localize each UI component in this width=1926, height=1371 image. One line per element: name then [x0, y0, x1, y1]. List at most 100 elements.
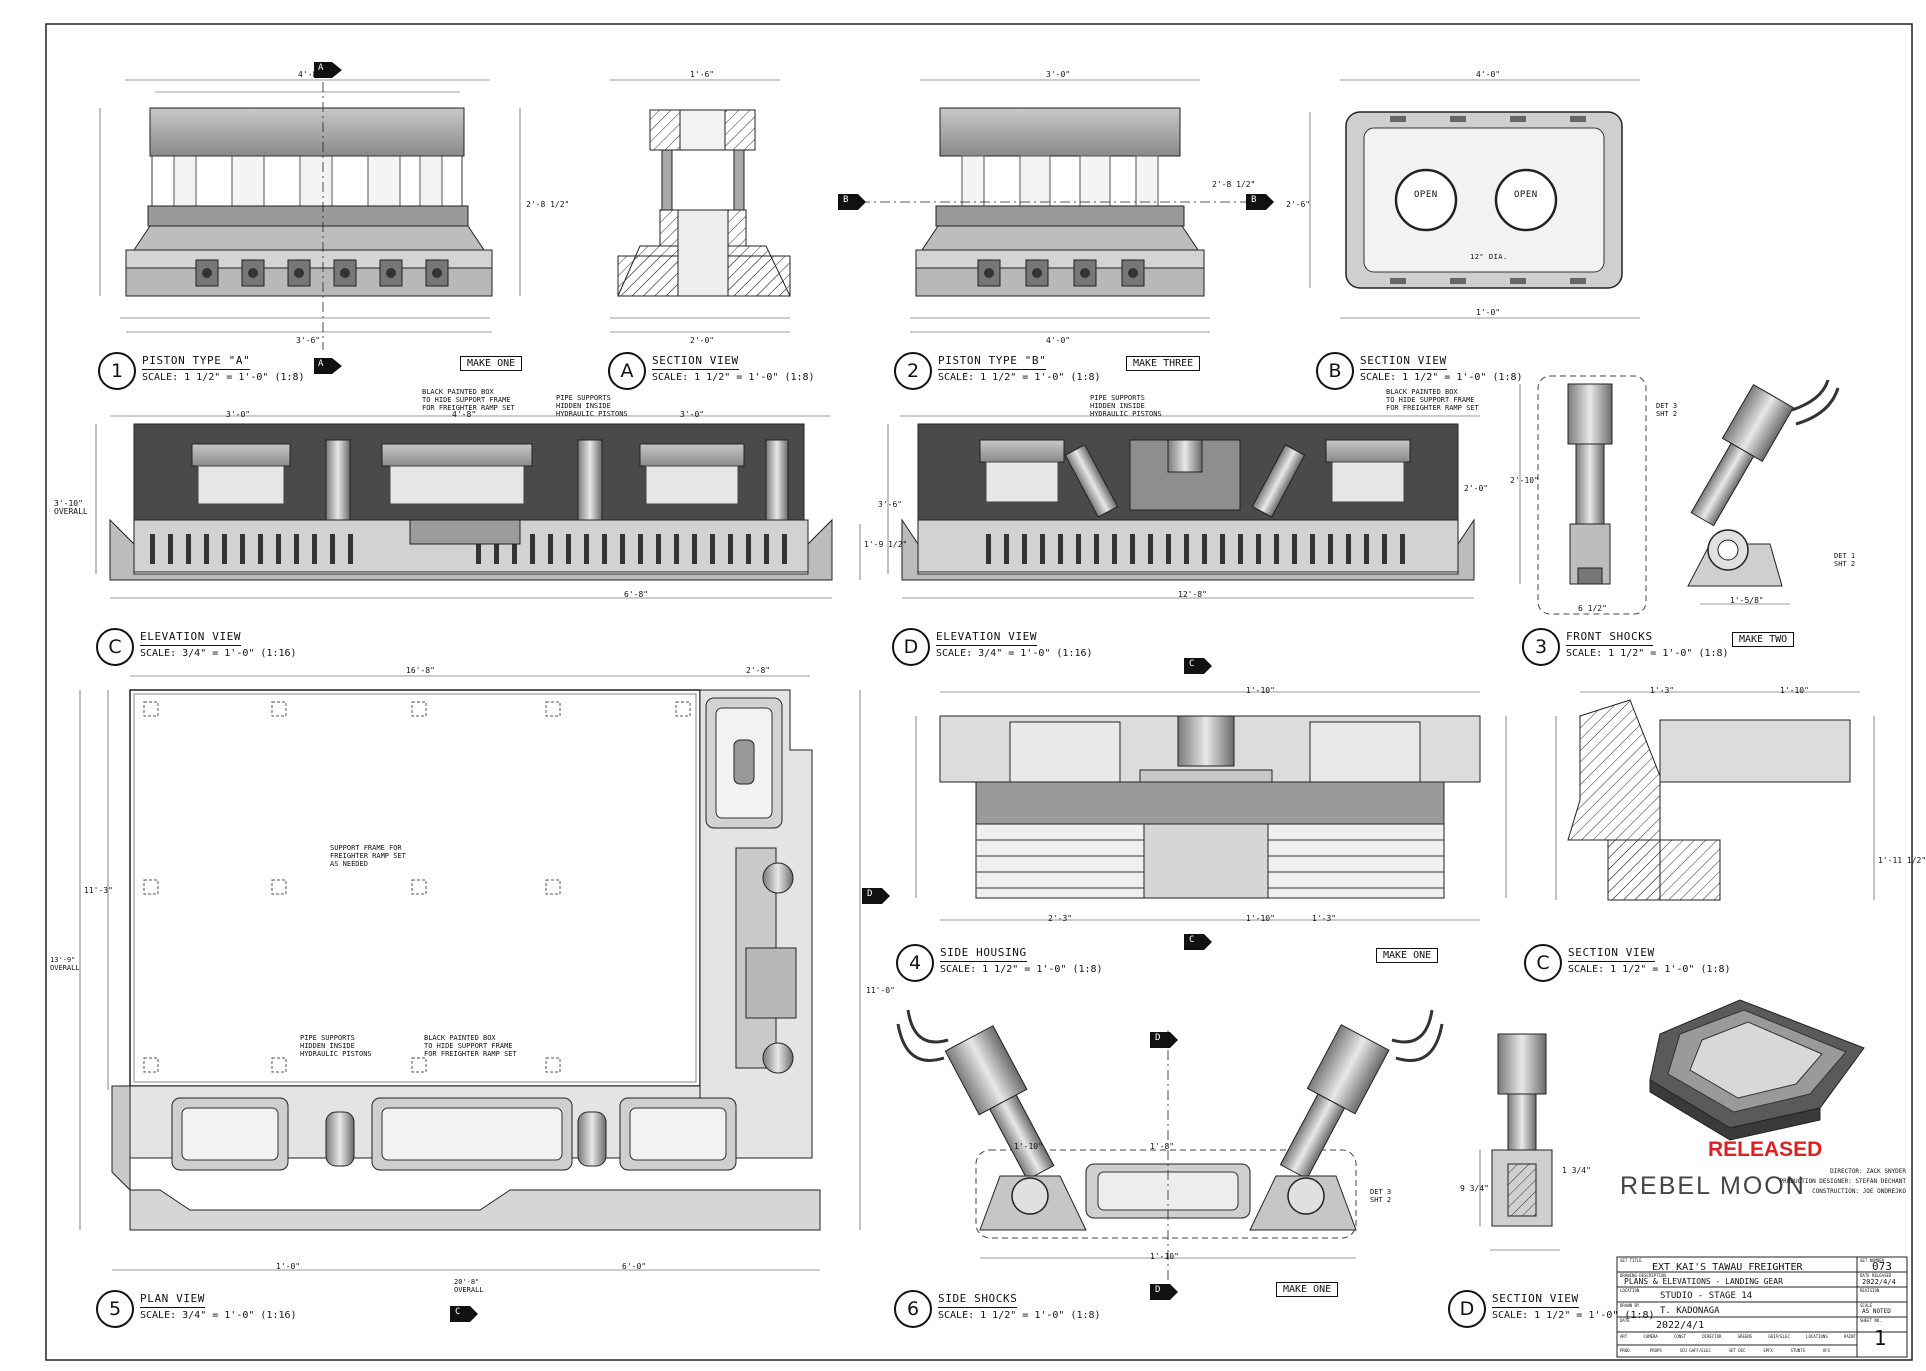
tb-scale: AS NOTED — [1862, 1308, 1891, 1315]
dist-cell: STUNTS — [1790, 1348, 1806, 1353]
tb-set-title-label: SET TITLE — [1620, 1258, 1642, 1263]
dim-3-height: 2'-10" — [1510, 476, 1539, 485]
tb-location: STUDIO - STAGE 14 — [1660, 1291, 1753, 1301]
view-2-scale: SCALE: 1 1/2" = 1'-0" (1:8) — [938, 372, 1101, 383]
tb-set-number-label: SET NUMBER — [1860, 1258, 1885, 1263]
view-2-title: PISTON TYPE "B" — [938, 354, 1047, 370]
callout-dia: 12" DIA. — [1470, 253, 1508, 261]
dim-6-bottom: 1'-10" — [1150, 1252, 1179, 1261]
dim-6-top: 1'-10" — [1014, 1142, 1043, 1151]
tb-date-released: 2022/4/4 — [1862, 1278, 1896, 1286]
dim-C-right: 1'-9 1/2" — [864, 540, 908, 549]
view-1-drawing — [99, 62, 521, 350]
view-B-scale: SCALE: 1 1/2" = 1'-0" (1:8) — [1360, 372, 1523, 383]
view-C-title: ELEVATION VIEW — [140, 630, 242, 646]
callout-open-2: OPEN — [1514, 190, 1538, 200]
title-block-frame — [1616, 1256, 1908, 1358]
view-3-scale: SCALE: 1 1/2" = 1'-0" (1:8) — [1566, 648, 1729, 659]
dist-cell: PAINT — [1843, 1334, 1856, 1339]
sheet-border — [45, 23, 1913, 1361]
dist-cell: SPFX — [1763, 1348, 1773, 1353]
dim-C-top-3: 3'-0" — [680, 410, 705, 419]
dim-5-bottom-mid: 6'-0" — [622, 1262, 647, 1271]
tb-date: 2022/4/1 — [1656, 1320, 1705, 1331]
marker-b-right: B — [1251, 195, 1257, 205]
view-D2-number: D — [1448, 1290, 1486, 1328]
dim-4-left: 2'-3" — [1048, 914, 1073, 923]
marker-d-plan: D — [867, 889, 873, 899]
tb-date-label: DATE — [1620, 1318, 1630, 1323]
dim-5-side: 11'-0" — [866, 986, 895, 995]
note-pipe-5: PIPE SUPPORTS HIDDEN INSIDE HYDRAULIC PI… — [300, 1034, 372, 1058]
marker-c-bottom: C — [1189, 935, 1195, 945]
view-6-title: SIDE SHOCKS — [938, 1292, 1018, 1308]
dim-C-top-1: 3'-0" — [226, 410, 251, 419]
view-1-number: 1 — [98, 352, 136, 390]
tb-distribution-row-1: ART CAMERA CONST DIRECTOR GREENS GRIP/EL… — [1620, 1334, 1856, 1339]
view-D2-scale: SCALE: 1 1/2" = 1'-0" (1:8) — [1492, 1310, 1655, 1321]
dim-overall-height: 13'-9" OVERALL — [50, 956, 80, 972]
marker-c-top: C — [1189, 659, 1195, 669]
dim-D-left: 3'-6" — [878, 500, 903, 509]
section-markers — [314, 62, 1274, 1322]
dist-cell: SCU GAFF/ELEC — [1679, 1348, 1711, 1353]
dim-B-side: 2'-6" — [1286, 200, 1311, 209]
view-3-drawing — [1519, 375, 1840, 615]
dim-1-top: 4'-8" — [298, 70, 323, 79]
view-4-number: 4 — [896, 944, 934, 982]
view-B-title: SECTION VIEW — [1360, 354, 1447, 370]
dim-5-bottom-left: 1'-0" — [276, 1262, 301, 1271]
note-pipe-c: PIPE SUPPORTS HIDDEN INSIDE HYDRAULIC PI… — [556, 394, 628, 418]
tb-desc: PLANS & ELEVATIONS - LANDING GEAR — [1624, 1277, 1783, 1286]
marker-b-left: B — [843, 195, 849, 205]
view-2-drawing — [860, 79, 1270, 333]
logo-credit-1: DIRECTOR: ZACK SNYDER — [1830, 1168, 1906, 1175]
view-5-scale: SCALE: 3/4" = 1'-0" (1:16) — [140, 1310, 297, 1321]
view-C-number: C — [96, 628, 134, 666]
view-1-title: PISTON TYPE "A" — [142, 354, 251, 370]
dim-D2-left: 9 3/4" — [1460, 1184, 1489, 1193]
view-D2-drawing — [1479, 1033, 1560, 1251]
view-B-number: B — [1316, 352, 1354, 390]
logo-credit-2: PRODUCTION DESIGNER: STEFAN DECHANT — [1779, 1178, 1906, 1185]
dim-5-width-2: 2'-8" — [746, 666, 771, 675]
status-released: RELEASED — [1708, 1138, 1823, 1161]
dim-C2-top-2: 1'-10" — [1780, 686, 1809, 695]
marker-d-bottom: D — [1155, 1285, 1161, 1295]
view-6-drawing — [896, 1009, 1444, 1290]
view-A-number: A — [608, 352, 646, 390]
tb-date-released-label: DATE RELEASED — [1860, 1273, 1892, 1278]
dim-3-base: 1'-5/8" — [1730, 596, 1764, 605]
dist-cell: DIRECTOR — [1702, 1334, 1722, 1339]
dim-C-left: 3'-10" OVERALL — [54, 499, 88, 516]
dim-4-bottom: 1'-10" — [1246, 914, 1275, 923]
view-A-title: SECTION VIEW — [652, 354, 739, 370]
view-5-title: PLAN VIEW — [140, 1292, 206, 1308]
view-C2-number: C — [1524, 944, 1562, 982]
dim-overall-width: 20'-8" OVERALL — [454, 1278, 484, 1294]
tb-desc-label: DRAWING DESCRIPTION — [1620, 1273, 1666, 1278]
view-3-number: 3 — [1522, 628, 1560, 666]
view-A-scale: SCALE: 1 1/2" = 1'-0" (1:8) — [652, 372, 815, 383]
callout-det1: DET 1 SHT 2 — [1834, 552, 1856, 568]
dist-cell: CONST — [1674, 1334, 1687, 1339]
view-6-make: MAKE ONE — [1276, 1282, 1339, 1297]
view-5-number: 5 — [96, 1290, 134, 1328]
view-B-drawing — [1309, 79, 1640, 319]
view-D-title: ELEVATION VIEW — [936, 630, 1038, 646]
view-4-scale: SCALE: 1 1/2" = 1'-0" (1:8) — [940, 964, 1103, 975]
view-C2-title: SECTION VIEW — [1568, 946, 1655, 962]
view-D-number: D — [892, 628, 930, 666]
view-3-make: MAKE TWO — [1732, 632, 1795, 647]
isometric-thumbnail — [1649, 999, 1865, 1141]
tb-set-number: 073 — [1872, 1260, 1892, 1273]
view-D2-title: SECTION VIEW — [1492, 1292, 1579, 1308]
marker-a-top: A — [318, 63, 324, 73]
view-C-drawing — [95, 415, 861, 599]
dim-B-bottom: 1'-0" — [1476, 308, 1501, 317]
tb-drawn: T. KADONAGA — [1660, 1306, 1720, 1316]
dim-4-top: 1'-10" — [1246, 686, 1275, 695]
note-black-box-c: BLACK PAINTED BOX TO HIDE SUPPORT FRAME … — [422, 388, 515, 412]
dim-2-bottom: 4'-0" — [1046, 336, 1071, 345]
dist-cell: GREENS — [1737, 1334, 1753, 1339]
